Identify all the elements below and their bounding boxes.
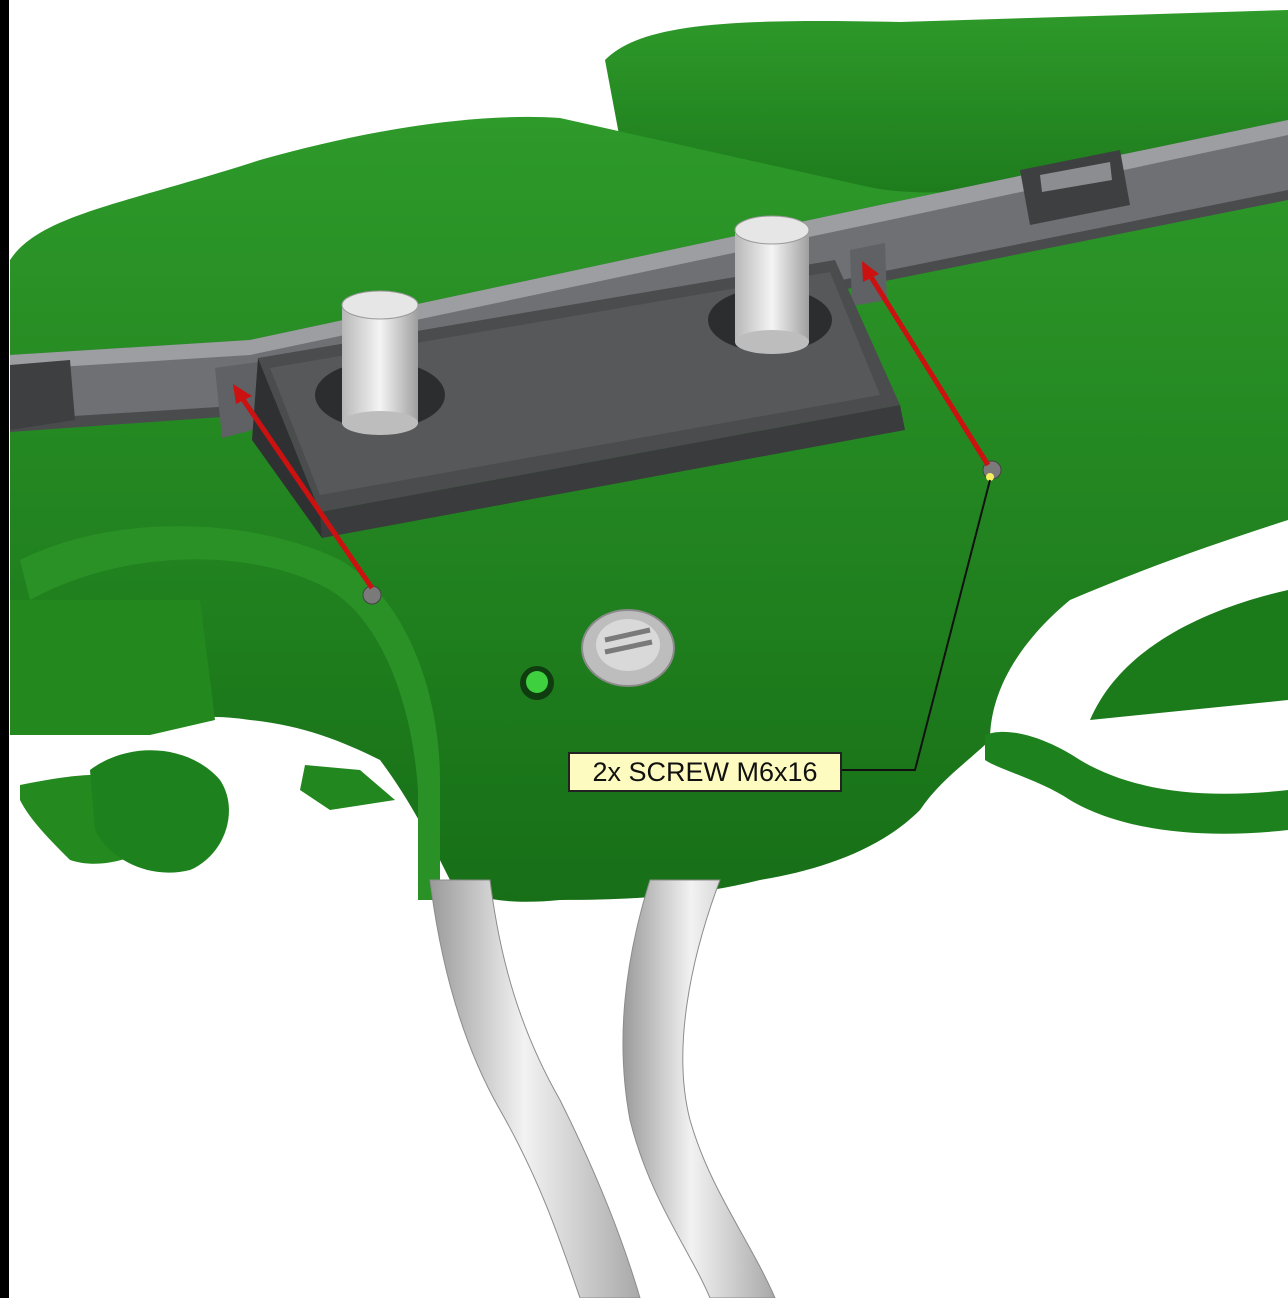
rail-clip — [1020, 150, 1130, 225]
tube-post — [734, 215, 810, 354]
red-arrow-icon — [233, 384, 375, 590]
tube-post — [341, 290, 419, 435]
vent-knob-icon — [581, 609, 675, 687]
green-led-icon — [520, 666, 554, 700]
callout-label: 2x SCREW M6x16 — [568, 752, 842, 792]
screw-icon — [982, 460, 1002, 481]
frame-border — [0, 0, 9, 1298]
callout-leader-line — [842, 479, 991, 771]
red-arrow-icon — [862, 261, 991, 467]
screw-icon — [362, 585, 382, 605]
air-duct-tubes — [429, 879, 776, 1299]
dashboard-panel — [10, 116, 1288, 902]
rail-clip — [10, 360, 75, 430]
